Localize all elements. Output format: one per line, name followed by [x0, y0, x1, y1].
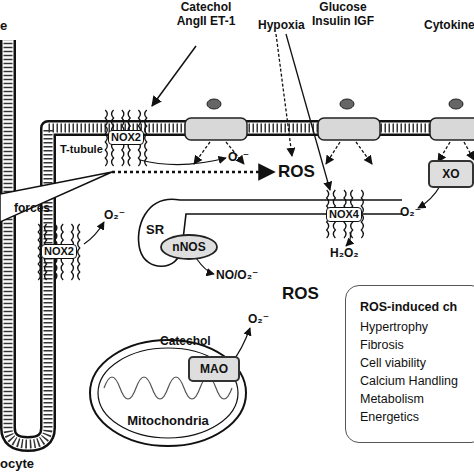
sr-shape	[132, 192, 402, 272]
forces-arrow	[112, 171, 274, 174]
node-text: Cell viability	[360, 354, 470, 372]
helix	[78, 224, 80, 280]
annotation-label: ROS	[282, 284, 319, 304]
annotation-label: O₂⁻	[228, 150, 249, 164]
receptor	[185, 118, 247, 140]
sr-organelle: SR	[132, 192, 402, 272]
annotation-label: O₂⁻	[248, 312, 269, 326]
ligand	[340, 99, 354, 109]
node-text: nNOS	[172, 240, 205, 254]
outer-membrane	[90, 340, 246, 446]
annotation-label: Catechol AngII ET-1	[176, 0, 236, 28]
annotation-label: Cytokine	[424, 18, 474, 32]
node-text: Hypertrophy	[360, 318, 470, 336]
nox4-protein: NOX4	[318, 188, 370, 240]
annotation-label: forces	[14, 201, 50, 215]
node-text: ROS-induced ch	[360, 298, 470, 316]
ellipse-outline	[161, 235, 217, 259]
enzyme-box: XO	[428, 160, 474, 188]
helix	[38, 224, 40, 280]
node-text: XO	[442, 167, 459, 181]
node-text: Metabolism	[360, 390, 470, 408]
node-text: Mitochondria	[127, 413, 209, 428]
receptor	[430, 118, 474, 140]
mitochondrion: Mitochondria MAO	[88, 338, 248, 448]
mito-shape	[88, 338, 248, 448]
annotation-label: O₂⁻	[400, 205, 421, 219]
node-text: NOX2	[108, 130, 144, 145]
annotation-label: NO/O₂⁻	[216, 268, 258, 282]
annotation-label: Hypoxia	[258, 18, 305, 32]
node-text: Fibrosis	[360, 336, 470, 354]
annotation-label: Catechol	[160, 334, 211, 348]
node-text: Calcium Handling	[360, 372, 470, 390]
annotation-label: e	[0, 18, 7, 34]
nox2-protein: NOX2	[97, 108, 155, 166]
nox2-protein: NOX2	[30, 222, 88, 280]
forces-wedge	[0, 172, 112, 222]
annotation-label: T-tubule	[60, 142, 103, 156]
ligand	[449, 99, 463, 109]
node-text: NOX2	[41, 244, 77, 259]
annotation-label: H₂O₂	[330, 246, 359, 260]
agonist-arrow	[152, 46, 196, 106]
enzyme-ellipse: nNOS	[160, 234, 218, 260]
node-text: MAO	[200, 362, 228, 376]
enzyme-box: MAO	[188, 356, 240, 382]
receptor	[318, 118, 380, 140]
node-text: SR	[146, 222, 164, 237]
annotation-label: ROS	[278, 162, 315, 182]
annotation-label: ocyte	[0, 456, 34, 472]
annotation-label: Glucose Insulin IGF	[312, 0, 374, 28]
helix	[105, 110, 107, 166]
signal-arrows	[194, 34, 474, 164]
node-text: Energetics	[360, 408, 470, 426]
node-text: NOX4	[326, 207, 362, 222]
helix	[145, 110, 147, 166]
effects-box: ROS-induced ch HypertrophyFibrosisCell vi…	[345, 285, 474, 443]
annotation-label: O₂⁻	[104, 208, 125, 222]
ligand	[207, 99, 221, 109]
